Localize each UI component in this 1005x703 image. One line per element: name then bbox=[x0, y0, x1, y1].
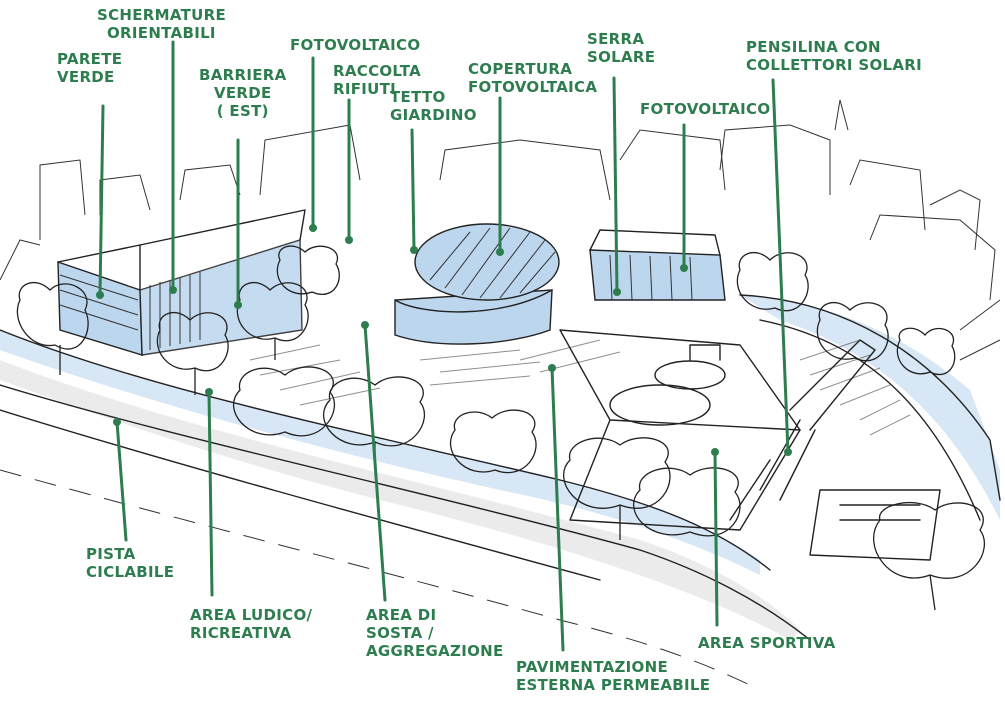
label-line: RACCOLTA bbox=[333, 62, 422, 80]
label-line: PARETE bbox=[57, 50, 123, 68]
label-line: FOTOVOLTAICO bbox=[290, 36, 421, 54]
label-line: SOSTA / bbox=[366, 624, 434, 642]
left-building bbox=[57, 209, 306, 356]
label-line: TETTO bbox=[390, 88, 446, 106]
plaza-hatching bbox=[249, 339, 911, 436]
label-area-sportiva: AREA SPORTIVA bbox=[698, 634, 836, 652]
leader-parete bbox=[98, 104, 105, 297]
label-area-ludico: AREA LUDICO/ RICREATIVA bbox=[190, 606, 312, 642]
label-line: RIFIUTI bbox=[333, 80, 397, 98]
label-line: COLLETTORI SOLARI bbox=[746, 56, 922, 74]
label-line: COPERTURA bbox=[468, 60, 573, 78]
ground bbox=[0, 294, 1001, 691]
label-line: AREA SPORTIVA bbox=[698, 634, 836, 652]
label-line: VERDE bbox=[213, 84, 272, 102]
leader-pista bbox=[115, 420, 128, 542]
label-line: ORIENTABILI bbox=[107, 24, 216, 42]
label-line: FOTOVOLTAICA bbox=[468, 78, 598, 96]
label-pensilina: PENSILINA CON COLLETTORI SOLARI bbox=[746, 38, 922, 74]
label-line: SCHERMATURE bbox=[97, 6, 227, 24]
label-fotovoltaico-1: FOTOVOLTAICO bbox=[290, 36, 420, 54]
leader-dots bbox=[96, 224, 792, 456]
label-line: SOLARE bbox=[587, 48, 656, 66]
label-line: PENSILINA CON bbox=[746, 38, 881, 56]
label-line: ( EST) bbox=[216, 102, 269, 120]
label-line: RICREATIVA bbox=[190, 624, 292, 642]
solar-greenhouse bbox=[589, 229, 726, 301]
solar-canopy bbox=[729, 339, 941, 561]
background-buildings bbox=[0, 99, 1001, 361]
leader-pavimentazione bbox=[550, 366, 565, 652]
label-copertura-fotovoltaica: COPERTURA FOTOVOLTAICA bbox=[468, 60, 597, 96]
label-line: ESTERNA PERMEABILE bbox=[516, 676, 711, 694]
label-schermature-orientabili: SCHERMATURE ORIENTABILI bbox=[97, 6, 226, 42]
label-line: SERRA bbox=[587, 30, 645, 48]
label-line: PAVIMENTAZIONE bbox=[516, 658, 669, 676]
label-serra-solare: SERRA SOLARE bbox=[587, 30, 655, 66]
label-area-sosta: AREA DI SOSTA / AGGREGAZIONE bbox=[366, 606, 504, 660]
label-line: BARRIERA bbox=[199, 66, 287, 84]
label-fotovoltaico-2: FOTOVOLTAICO bbox=[640, 100, 770, 118]
label-pavimentazione: PAVIMENTAZIONE ESTERNA PERMEABILE bbox=[516, 658, 710, 694]
label-line: AREA DI bbox=[366, 606, 437, 624]
label-line: CICLABILE bbox=[86, 563, 175, 581]
label-line: VERDE bbox=[57, 68, 115, 86]
leader-tetto bbox=[410, 128, 416, 252]
leader-sportiva bbox=[713, 450, 719, 627]
label-pista-ciclabile: PISTA CICLABILE bbox=[86, 545, 174, 581]
label-tetto-giardino: TETTO GIARDINO bbox=[390, 88, 477, 124]
trees bbox=[16, 245, 986, 611]
label-line: AGGREGAZIONE bbox=[366, 642, 504, 660]
sports-court bbox=[559, 329, 801, 531]
label-line: FOTOVOLTAICO bbox=[640, 100, 771, 118]
leader-sosta bbox=[363, 323, 387, 602]
label-parete-verde: PARETE VERDE bbox=[57, 50, 122, 86]
label-line: PISTA bbox=[86, 545, 136, 563]
label-line: GIARDINO bbox=[390, 106, 477, 124]
central-pavilion bbox=[394, 223, 560, 345]
label-line: AREA LUDICO/ bbox=[190, 606, 313, 624]
label-barriera-verde: BARRIERA VERDE ( EST) bbox=[199, 66, 287, 120]
leader-pensilina bbox=[771, 78, 790, 454]
label-raccolta-rifiuti: RACCOLTA RIFIUTI bbox=[333, 62, 421, 98]
leader-lines bbox=[98, 40, 790, 652]
leader-ludico bbox=[207, 390, 214, 597]
leader-serra bbox=[612, 76, 619, 294]
